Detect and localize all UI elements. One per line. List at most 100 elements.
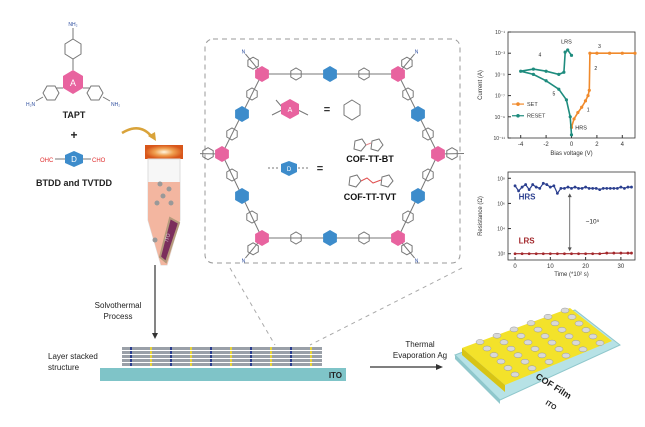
monomers-panel: A NH₂ H₂N NH₂ TAPT + D OHC CHO BTDD and … [26, 22, 156, 188]
dialdehyde-core-label: D [71, 155, 77, 164]
ag-electrode [571, 340, 581, 346]
layer-marker [250, 355, 252, 358]
right-arrow-icon [370, 364, 443, 370]
a-node-hexagon [215, 146, 229, 162]
layer-marker [190, 363, 192, 366]
d-node-hexagon [235, 106, 249, 122]
plot-frame [507, 171, 636, 261]
legend-d-hexagon [281, 161, 297, 176]
annotation-step-4: 4 [538, 52, 541, 58]
ag-electrode [581, 327, 591, 333]
point-hrs [577, 186, 580, 190]
n-terminal-label: N [415, 50, 419, 56]
series-hrs [514, 182, 632, 195]
ag-electrode [561, 352, 571, 359]
point-lrs [612, 251, 616, 255]
cof-tt-bt-label: COF-TT-BT [346, 154, 394, 164]
ag-electrode [496, 358, 506, 365]
point-hrs [587, 186, 591, 190]
point-set [586, 94, 590, 98]
point-hrs [594, 186, 598, 190]
y-tick-label: 10⁴ [497, 227, 505, 233]
benzene-left [42, 85, 60, 101]
phenyl-ring [246, 87, 258, 101]
point-hrs [601, 186, 605, 190]
y-tick-label: 10² [498, 252, 506, 258]
d-node-hexagon [411, 188, 425, 204]
phenyl-ring [247, 242, 259, 256]
layer-marker [250, 351, 252, 354]
ag-electrode [574, 320, 584, 327]
a-node-hexagon [391, 66, 405, 82]
point-hrs [548, 185, 552, 189]
layer-marker [210, 351, 212, 354]
layer-marker [190, 355, 192, 358]
layer-marker [290, 363, 292, 366]
thienylenevinylene-icon [348, 174, 394, 188]
layer-marker [270, 359, 272, 362]
ag-electrode [527, 365, 537, 371]
point-reset [557, 72, 561, 76]
layer-marker [130, 359, 132, 362]
point-hrs [584, 185, 588, 189]
ag-electrode [516, 333, 526, 339]
ag-electrode [588, 333, 598, 340]
point-lrs [534, 252, 538, 256]
cof-layer [122, 363, 322, 366]
point-set [608, 51, 612, 55]
dialdehyde-core-hexagon [65, 151, 83, 167]
layer-marker [210, 359, 212, 362]
series-reset [520, 48, 573, 135]
point-hrs [559, 186, 563, 190]
phenyl-ring [358, 231, 370, 245]
phenyl-ring [446, 147, 458, 161]
thermal-evaporation-label: Thermal Evaporation Ag [380, 339, 460, 361]
point-set [583, 99, 588, 103]
point-reset [562, 70, 566, 74]
point-lrs [527, 252, 531, 256]
phenyl-ring [202, 147, 214, 161]
annotation-hrs: HRS [575, 126, 587, 132]
reaction-tube: ITO [145, 145, 183, 266]
ag-electrode [520, 358, 530, 365]
thermal-text: Thermal [405, 340, 435, 349]
benzene-right [86, 85, 104, 101]
cof-layer [122, 355, 322, 358]
ag-electrode [547, 339, 557, 346]
stacked-text-2: structure [48, 363, 80, 372]
cho-label: CHO [92, 158, 106, 164]
layer-marker [150, 355, 152, 358]
point-hrs [534, 185, 538, 189]
phenyl-ring [422, 168, 434, 182]
x-tick-label: -2 [543, 142, 549, 148]
point-lrs [555, 252, 559, 256]
layer-marker [230, 347, 232, 350]
x-tick-label: 20 [582, 264, 589, 270]
arrow-head-down [567, 247, 572, 252]
annotation-step-5: 5 [552, 92, 555, 98]
point-hrs [591, 186, 595, 190]
point-hrs [538, 186, 542, 190]
ag-electrode [533, 326, 543, 333]
a-node-hexagon [255, 230, 269, 246]
annotation-step-1: 1 [587, 108, 590, 114]
point-set [580, 105, 584, 109]
legend-marker [516, 102, 520, 106]
layer-marker [230, 351, 232, 354]
point-hrs [570, 186, 573, 190]
ag-electrode [482, 345, 492, 352]
point-hrs [615, 186, 619, 190]
annotation-hrs: HRS [519, 193, 537, 202]
d-node-hexagon [323, 230, 337, 246]
layer-marker [170, 359, 172, 362]
point-set [633, 51, 637, 55]
ag-electrode [543, 314, 553, 320]
point-hrs [517, 189, 520, 193]
layer-marker [190, 347, 192, 350]
layer-marker [150, 351, 152, 354]
phenyl-ring [401, 242, 413, 256]
ag-electrode [595, 340, 605, 346]
layer-marker [150, 363, 152, 366]
